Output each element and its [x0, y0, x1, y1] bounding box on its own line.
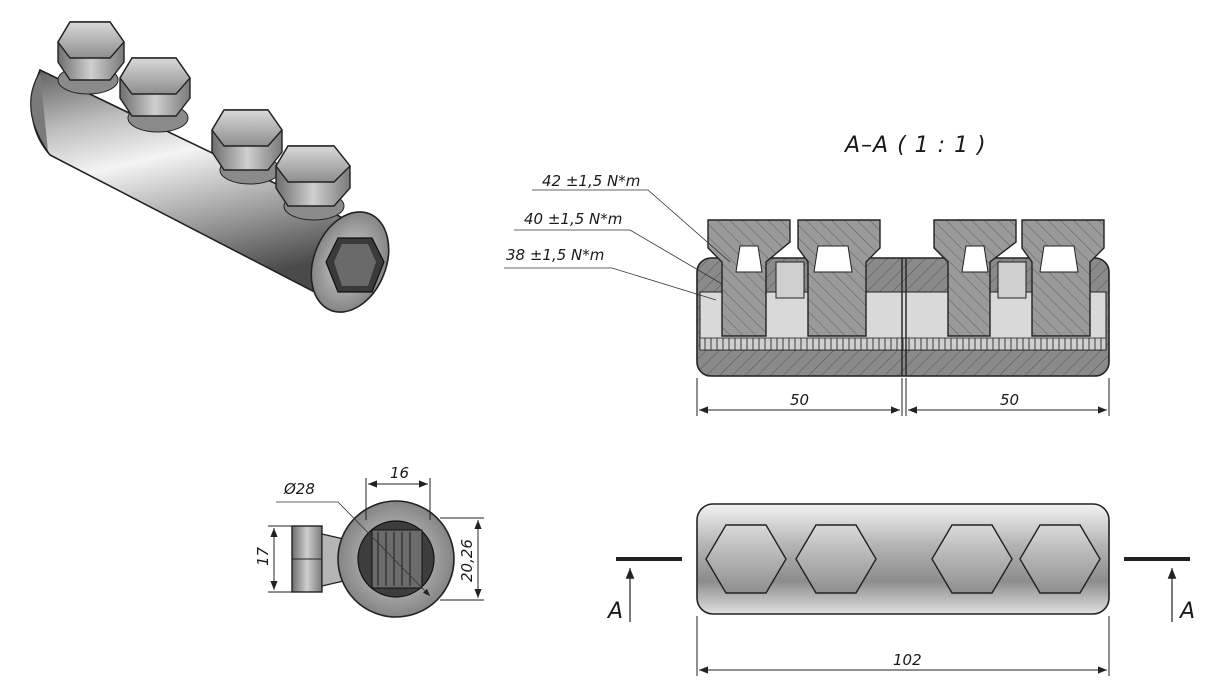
section-bolt-4 — [1021, 219, 1105, 337]
dim-width-label: 16 — [390, 464, 409, 482]
section-marker-left — [616, 557, 682, 622]
section-bolt-2 — [797, 219, 881, 337]
dim-50-right-label: 50 — [1000, 391, 1019, 409]
dim-height-right-label: 20,26 — [458, 539, 476, 582]
dim-50-right — [905, 378, 1110, 416]
end-view: Ø28 16 17 20,26 — [254, 464, 484, 618]
top-view-body — [696, 503, 1110, 615]
bolt-head-1 — [57, 21, 125, 95]
section-bolt-3 — [933, 219, 1017, 337]
hex-head-top-4 — [1019, 524, 1101, 594]
bolt-head-2 — [119, 57, 191, 133]
section-marker-right — [1124, 557, 1190, 622]
hex-head-top-1 — [705, 524, 787, 594]
torque-label-42: 42 ±1,5 N*m — [542, 172, 640, 190]
torque-leaders — [504, 189, 731, 301]
dim-length-label: 102 — [893, 651, 922, 669]
torque-label-40: 40 ±1,5 N*m — [524, 210, 622, 228]
top-view: A A 102 — [606, 503, 1195, 676]
section-mark-left: A — [606, 599, 623, 624]
bolt-head-3 — [211, 109, 283, 185]
dim-height-left-label: 17 — [254, 546, 272, 566]
isometric-view — [30, 21, 390, 313]
dim-50-left — [696, 378, 903, 416]
hex-head-top-3 — [931, 524, 1013, 594]
torque-label-38: 38 ±1,5 N*m — [506, 246, 604, 264]
section-view: A–A ( 1 : 1 ) — [504, 133, 1110, 416]
section-mark-right: A — [1178, 599, 1195, 624]
bolt-head-4 — [275, 145, 351, 221]
dim-diameter-label: Ø28 — [283, 480, 315, 498]
section-title: A–A ( 1 : 1 ) — [843, 133, 987, 158]
hex-head-top-2 — [795, 524, 877, 594]
section-bolt-1 — [707, 219, 791, 337]
dim-50-left-label: 50 — [790, 391, 809, 409]
